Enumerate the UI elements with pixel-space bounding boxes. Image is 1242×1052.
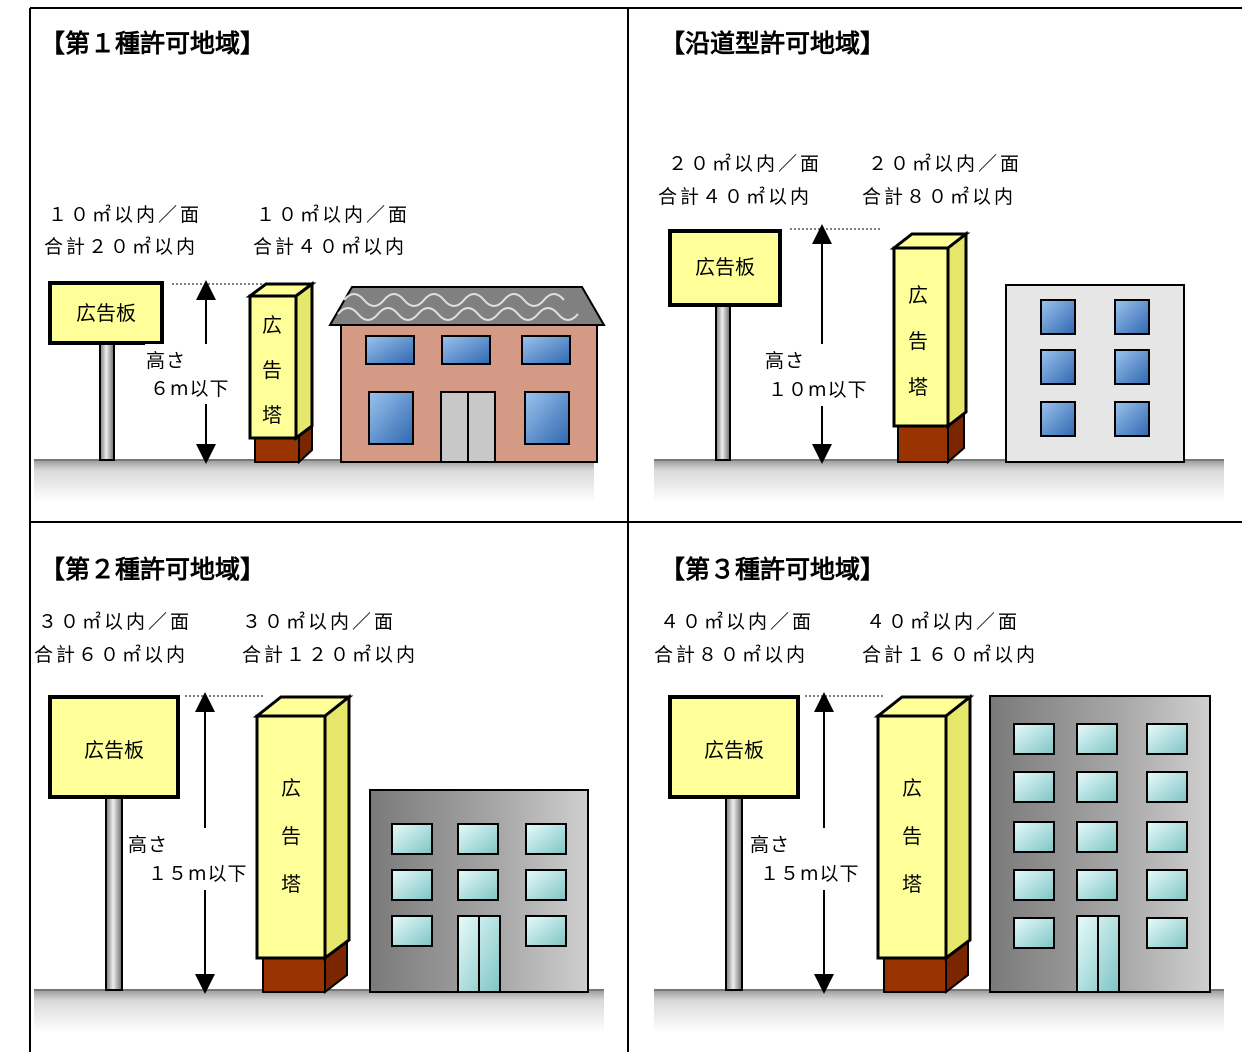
billboard-label: 広告板 [695,255,755,279]
billboard-note-line1: ４０㎡以内／面 [660,610,814,633]
billboard-label: 広告板 [84,738,144,762]
height-label-line1: 高さ [128,834,168,856]
office-building [1005,284,1185,463]
panel-type3: 【第３種許可地域】 ４０㎡以内／面 合計８０㎡以内 ４０㎡以内／面 合計１６０㎡… [654,555,1224,1032]
tower-note-line1: １０㎡以内／面 [256,203,410,226]
office-building [369,789,589,993]
tower-label-char1: 広 [281,776,301,800]
height-label-line2: １５m以下 [760,863,860,885]
panel-type2: 【第２種許可地域】 ３０㎡以内／面 合計６０㎡以内 ３０㎡以内／面 合計１２０㎡… [34,555,604,1032]
tower: 広 告 塔 [889,230,971,465]
tall-office-building [989,695,1211,993]
height-label-line1: 高さ [750,834,790,856]
tower-label-char1: 広 [902,776,922,800]
billboard-label: 広告板 [76,301,136,325]
tower-note-line1: ３０㎡以内／面 [242,610,396,633]
tower-note-line2: 合計１６０㎡以内 [862,643,1038,666]
ground [34,990,604,1032]
billboard-pole [725,794,743,991]
billboard-label: 広告板 [704,738,764,762]
panel-title: 【第３種許可地域】 [660,555,885,584]
tower-label-char2: 告 [908,329,928,353]
tower-note-line2: 合計８０㎡以内 [862,185,1016,208]
billboard [668,695,800,799]
billboard-note-line2: 合計８０㎡以内 [654,643,808,666]
billboard-pole [99,339,115,461]
tower-label-char3: 塔 [262,403,282,427]
tower: 広 告 塔 [252,693,354,995]
height-label-line1: 高さ [146,350,186,372]
height-label-line2: １０m以下 [768,379,868,401]
billboard-note-line2: 合計６０㎡以内 [34,643,188,666]
tower: 広 告 塔 [873,693,975,995]
tower-label-char2: 告 [281,824,301,848]
panel-type1: 【第１種許可地域】 １０㎡以内／面 合計２０㎡以内 １０㎡以内／面 合計４０㎡以… [34,29,606,502]
tower-label-char3: 塔 [908,375,928,399]
billboard-note-line1: １０㎡以内／面 [48,203,202,226]
billboard-note-line1: ３０㎡以内／面 [38,610,192,633]
height-label-line2: ６m以下 [150,378,230,400]
tower-label-char1: 広 [262,313,282,337]
tower-label-char2: 告 [902,824,922,848]
tower-label-char2: 告 [262,358,282,382]
height-label-line1: 高さ [765,350,805,372]
grid-frame [29,7,1242,1052]
tower-label-char1: 広 [908,283,928,307]
panel-title: 【第１種許可地域】 [40,29,265,58]
tower-label-char3: 塔 [902,872,922,896]
panel-title: 【沿道型許可地域】 [660,29,885,58]
ground [654,460,1224,502]
house-building [328,286,606,463]
tower-label-char3: 塔 [281,872,301,896]
billboard-pole [715,299,731,461]
tower-note-line1: ４０㎡以内／面 [866,610,1020,633]
ground [654,990,1224,1032]
billboard-note-line2: 合計４０㎡以内 [658,185,812,208]
ground [34,460,594,502]
tower-note-line2: 合計４０㎡以内 [253,235,407,258]
billboard [48,281,164,345]
tower-note-line1: ２０㎡以内／面 [868,152,1022,175]
billboard-note-line2: 合計２０㎡以内 [44,235,198,258]
panel-title: 【第２種許可地域】 [40,555,265,584]
billboard [48,695,180,799]
billboard-note-line1: ２０㎡以内／面 [668,152,822,175]
height-label-line2: １５m以下 [148,863,248,885]
billboard-pole [105,794,123,991]
billboard [668,229,782,307]
panel-roadside: 【沿道型許可地域】 ２０㎡以内／面 合計４０㎡以内 ２０㎡以内／面 合計８０㎡以… [654,29,1224,502]
tower-note-line2: 合計１２０㎡以内 [242,643,418,666]
tower: 広 告 塔 [245,281,317,465]
